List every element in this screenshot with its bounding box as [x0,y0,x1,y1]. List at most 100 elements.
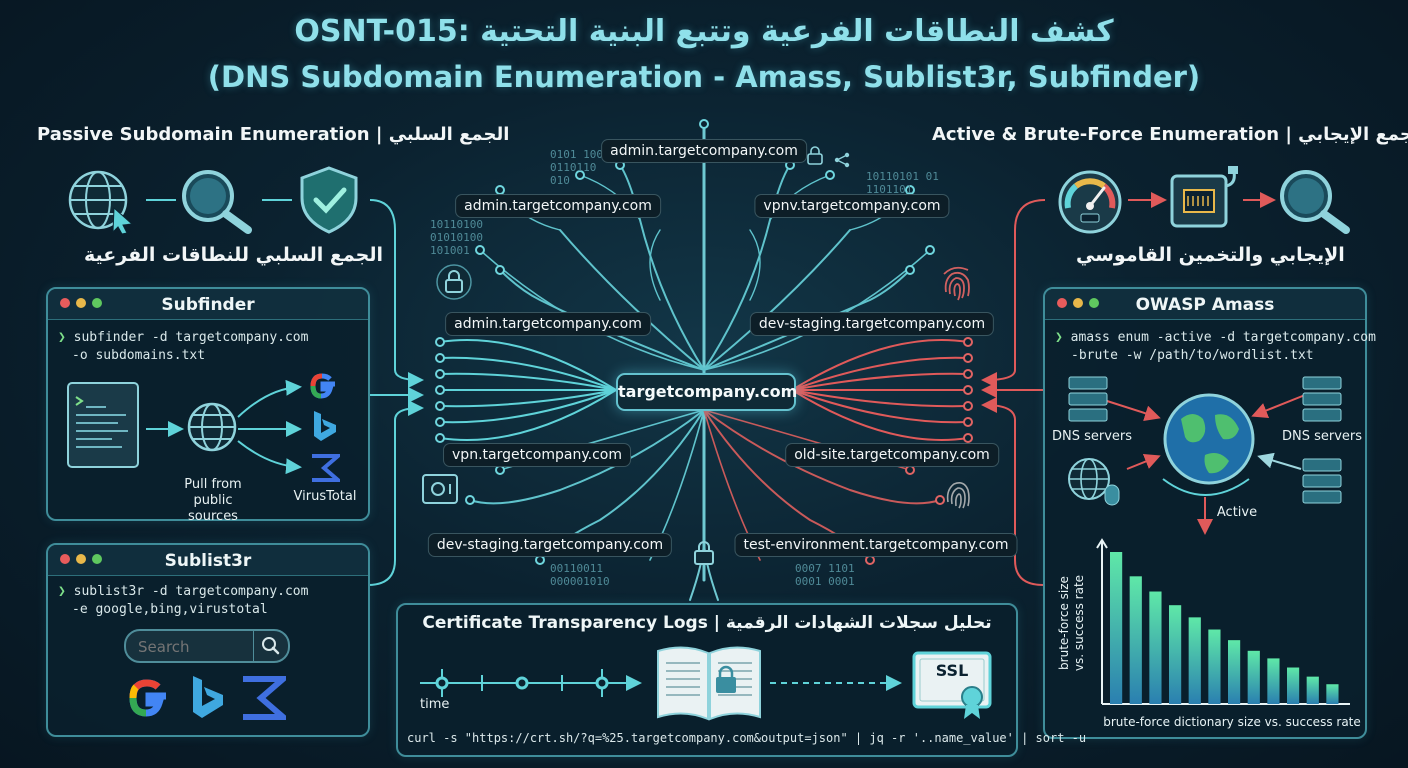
minimize-dot-icon[interactable] [1073,298,1083,308]
subdomain-label: vpn.targetcompany.com [443,443,631,467]
ssl-label: SSL [935,661,969,680]
chart-bar [1306,676,1319,704]
maximize-dot-icon[interactable] [92,554,102,564]
pull-sources-label: Pull from public sources [184,477,242,524]
amass-flow [1106,394,1306,535]
chart-bar [1169,605,1182,704]
active-heading: Active & Brute-Force Enumeration | الجمع… [932,124,1408,145]
terminal-command: ❯ amass enum -active -d targetcompany.co… [1055,330,1376,345]
google-icon [310,373,335,399]
subfinder-flow [146,379,302,475]
fingerprint-icon [943,266,970,301]
subdomain-label: admin.targetcompany.com [455,194,661,218]
ct-curl-command: curl -s "https://crt.sh/?q=%25.targetcom… [407,731,1087,745]
padlock-icon [807,146,823,165]
minimize-dot-icon[interactable] [76,554,86,564]
command-text: subfinder -d targetcompany.com [73,330,309,345]
open-book-icon [657,646,761,721]
magnifier-icon [1280,170,1350,234]
page-title-english: (DNS Subdomain Enumeration - Amass, Subl… [207,60,1201,94]
virustotal-label: VirusTotal [293,489,357,504]
subdomain-label: dev-staging.targetcompany.com [427,533,673,557]
subfinder-title: Subfinder [161,295,255,315]
ct-heading: Certificate Transparency Logs | تحليل سج… [422,613,992,633]
subdomain-label: dev-staging.targetcompany.com [749,312,995,336]
binary-decoration: 10110100 01010100 101001 [430,218,483,257]
search-icon [262,637,280,655]
bing-icon [314,411,336,441]
subfinder-panel: Subfinder ❯ subfinder -d targetcompany.c… [46,287,370,524]
chart-bar [1208,629,1221,704]
chart-bar [1267,658,1280,704]
command-text: -brute -w /path/to/wordlist.txt [1071,348,1314,363]
maximize-dot-icon[interactable] [1089,298,1099,308]
chart-bar [1228,640,1241,704]
close-dot-icon[interactable] [60,298,70,308]
subdomain-label: vpnv.targetcompany.com [754,194,950,218]
command-text: -o subdomains.txt [72,348,206,363]
active-label: Active [1216,505,1258,520]
command-text: -e google,bing,virustotal [72,602,268,617]
chart-bar [1110,552,1123,704]
minimize-dot-icon[interactable] [76,298,86,308]
bing-icon [193,676,223,718]
ct-logs-panel: Certificate Transparency Logs | تحليل سج… [396,603,1018,757]
fingerprint-icon [946,482,970,509]
chart-bar [1188,617,1201,704]
subdomain-label: old-site.targetcompany.com [785,443,999,467]
network-port-icon [1170,166,1238,228]
root-domain-node: targetcompany.com [616,373,797,411]
close-dot-icon[interactable] [60,554,70,564]
magnifier-icon [182,170,252,234]
binary-decoration: 0007 1101 0001 0001 [795,562,855,588]
dns-server-icon [1302,376,1342,422]
y-axis-label: brute-force sizevs. success rate [1057,575,1086,671]
chart-bar [1326,684,1339,704]
subdomain-label: test-environment.targetcompany.com [734,533,1018,557]
page-title-arabic: OSNT-015: كشف النطاقات الفرعية وتتبع الب… [294,14,1114,49]
globe-icon [187,402,237,452]
chart-bar [1129,576,1142,704]
subdomain-label: admin.targetcompany.com [601,139,807,163]
chart-bar [1287,667,1300,704]
search-bar[interactable] [124,629,290,663]
close-dot-icon[interactable] [1057,298,1067,308]
x-axis-label: brute-force dictionary size vs. success … [1103,715,1361,729]
google-icon [129,679,166,717]
globe-mouse-icon [1068,458,1120,506]
dns-servers-label: DNS servers [1281,429,1363,444]
subdomain-label: admin.targetcompany.com [445,312,651,336]
chart-bar [1247,650,1260,704]
window-titlebar [48,289,368,320]
search-button[interactable] [253,631,288,661]
sublist3r-title: Sublist3r [164,551,252,571]
dns-servers-label: DNS servers [1051,429,1133,444]
padlock-icon [436,264,472,300]
virustotal-icon [243,676,286,720]
ssl-certificate-icon [912,651,992,719]
safe-icon [422,474,458,504]
shield-check-icon [300,166,358,234]
maximize-dot-icon[interactable] [92,298,102,308]
virustotal-icon [312,454,340,482]
bruteforce-chart: brute-force sizevs. success rate brute-fo… [1057,538,1361,729]
command-text: amass enum -active -d targetcompany.com [1070,330,1376,345]
passive-subheading: الجمع السلبي للنطاقات الفرعية [84,244,383,266]
dns-server-icon [1068,376,1108,422]
amass-title: OWASP Amass [1135,295,1275,315]
command-text: sublist3r -d targetcompany.com [73,584,309,599]
ct-timeline [420,669,902,697]
padlock-icon [694,541,714,565]
chart-bar [1149,591,1162,704]
terminal-command: ❯ subfinder -d targetcompany.com [58,330,309,345]
binary-decoration: 00110011 000001010 [550,562,610,588]
earth-globe-icon [1163,393,1255,485]
dns-server-icon [1302,458,1342,504]
gauge-icon [1058,170,1122,234]
share-icon [834,152,850,168]
amass-panel: OWASP Amass ❯ amass enum -active -d targ… [1043,287,1376,739]
time-label: time [420,697,450,712]
search-input[interactable] [136,636,258,658]
